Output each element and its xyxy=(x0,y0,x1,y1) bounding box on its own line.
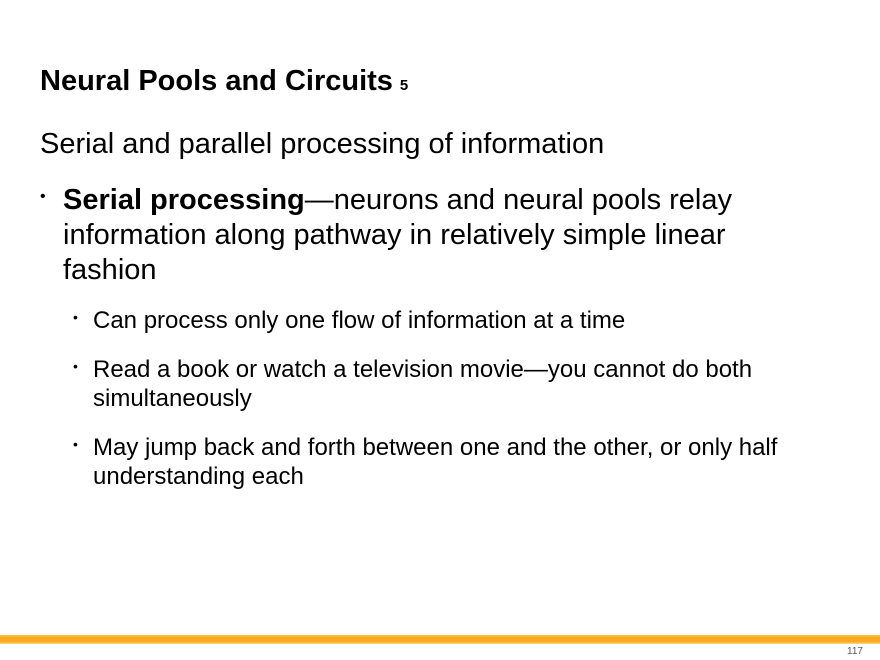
bullet-rest-text: —neurons and neural pools relay informat… xyxy=(63,184,732,286)
sub-bullet-text: May jump back and forth between one and … xyxy=(93,434,778,490)
sub-bullet-text: Read a book or watch a television movie—… xyxy=(93,356,753,412)
bullet-lead-text: Serial processing xyxy=(63,184,305,216)
bullet-icon: • xyxy=(73,358,78,374)
bullet-icon: • xyxy=(73,309,78,325)
page-number: 117 xyxy=(847,646,863,657)
slide-title-number: 5 xyxy=(399,77,409,95)
bullet-icon: • xyxy=(40,188,46,205)
sub-bullet-item: • May jump back and forth between one and… xyxy=(73,433,796,491)
sub-bullet-item: • Read a book or watch a television movie… xyxy=(73,355,796,413)
footer-accent-bar xyxy=(0,635,880,644)
sub-bullet-item: • Can process only one flow of informatio… xyxy=(73,306,796,335)
slide-subtitle: Serial and parallel processing of inform… xyxy=(40,128,605,160)
bullet-item-serial-processing: • Serial processing—neurons and neural po… xyxy=(40,183,763,288)
bullet-icon: • xyxy=(73,436,78,452)
sub-bullet-text: Can process only one flow of information… xyxy=(93,307,626,334)
slide-title: Neural Pools and Circuits 5 xyxy=(40,64,408,103)
slide-title-text: Neural Pools and Circuits xyxy=(40,65,393,98)
